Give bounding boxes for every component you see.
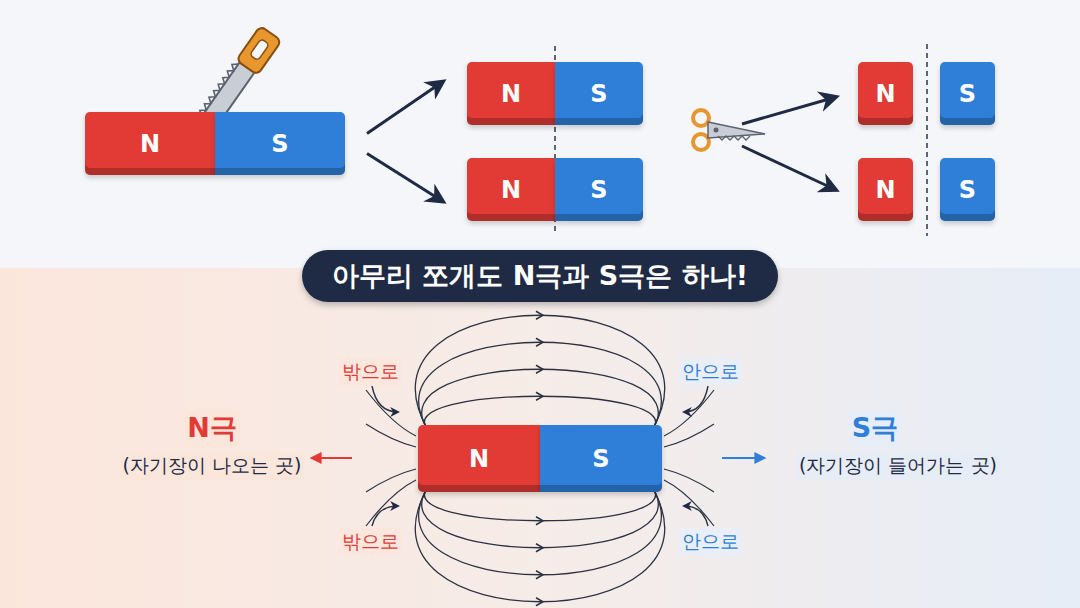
field-line [664, 469, 714, 492]
pointer-line [372, 386, 398, 412]
field-direction-label: 안으로 [679, 528, 742, 556]
pole-pointer [722, 457, 764, 459]
field-line [366, 480, 416, 526]
field-line [415, 487, 664, 602]
pole-description: (자기장이 들어가는 곳) [796, 452, 1000, 480]
pole-letter: S [959, 80, 976, 108]
field-arrow [536, 338, 543, 346]
field-line [664, 480, 714, 526]
top-ground [0, 0, 1080, 268]
field-line [424, 487, 655, 521]
field-lines [366, 311, 714, 606]
pole-description: (자기장이 나오는 곳) [120, 452, 305, 480]
field-line [664, 424, 714, 447]
pointer-line [372, 506, 398, 526]
south-pole-block: S [940, 158, 995, 221]
south-pole-block: S [215, 112, 345, 175]
north-pole-block: N [858, 62, 913, 125]
scissors-icon [693, 110, 765, 150]
pole-letter: N [875, 176, 895, 204]
field-line [419, 487, 662, 575]
field-direction-label: 안으로 [679, 358, 742, 386]
north-pole-block: N [858, 158, 913, 221]
field-arrow [536, 598, 543, 606]
cut-arrow [742, 146, 836, 190]
field-line [366, 424, 416, 447]
pointer-line [684, 506, 708, 526]
field-direction-label: 밖으로 [339, 358, 402, 386]
field-line [366, 469, 416, 492]
pole-letter: S [590, 80, 607, 108]
cut-line [926, 44, 928, 236]
south-pole-block: S [555, 158, 643, 221]
pole-letter: S [271, 130, 288, 158]
field-arrow [536, 517, 543, 525]
pole-letter: S [592, 445, 609, 473]
field-arrow [536, 544, 543, 552]
pole-letter: N [875, 80, 895, 108]
pole-letter: N [501, 80, 521, 108]
field-line [422, 487, 659, 548]
bottom-ground [0, 268, 1080, 608]
south-pole-block: S [940, 62, 995, 125]
pointer-line [684, 386, 708, 412]
north-pole-block: N [467, 158, 555, 221]
north-pole-block: N [467, 62, 555, 125]
pole-name: N극 [184, 409, 240, 447]
title-banner: 아무리 쪼개도 N극과 S극은 하나! [302, 250, 778, 302]
split-arrow [367, 154, 443, 202]
field-arrow [536, 365, 543, 373]
pole-letter: S [959, 176, 976, 204]
field-direction-label: 밖으로 [339, 528, 402, 556]
field-arrow [536, 571, 543, 579]
field-arrow [536, 392, 543, 400]
split-arrow [367, 82, 443, 134]
pole-letter: N [469, 445, 489, 473]
field-arrow [536, 311, 543, 319]
pole-name: S극 [849, 409, 901, 447]
pole-pointer [312, 457, 352, 459]
south-pole-block: S [540, 425, 662, 492]
field-line [415, 315, 664, 430]
pole-letter: S [590, 176, 607, 204]
field-line [419, 342, 662, 430]
south-pole-block: S [555, 62, 643, 125]
pole-letter: N [501, 176, 521, 204]
cut-arrow [742, 97, 836, 124]
north-pole-block: N [418, 425, 540, 492]
north-pole-block: N [85, 112, 215, 175]
field-line [422, 369, 659, 430]
pole-letter: N [140, 130, 160, 158]
